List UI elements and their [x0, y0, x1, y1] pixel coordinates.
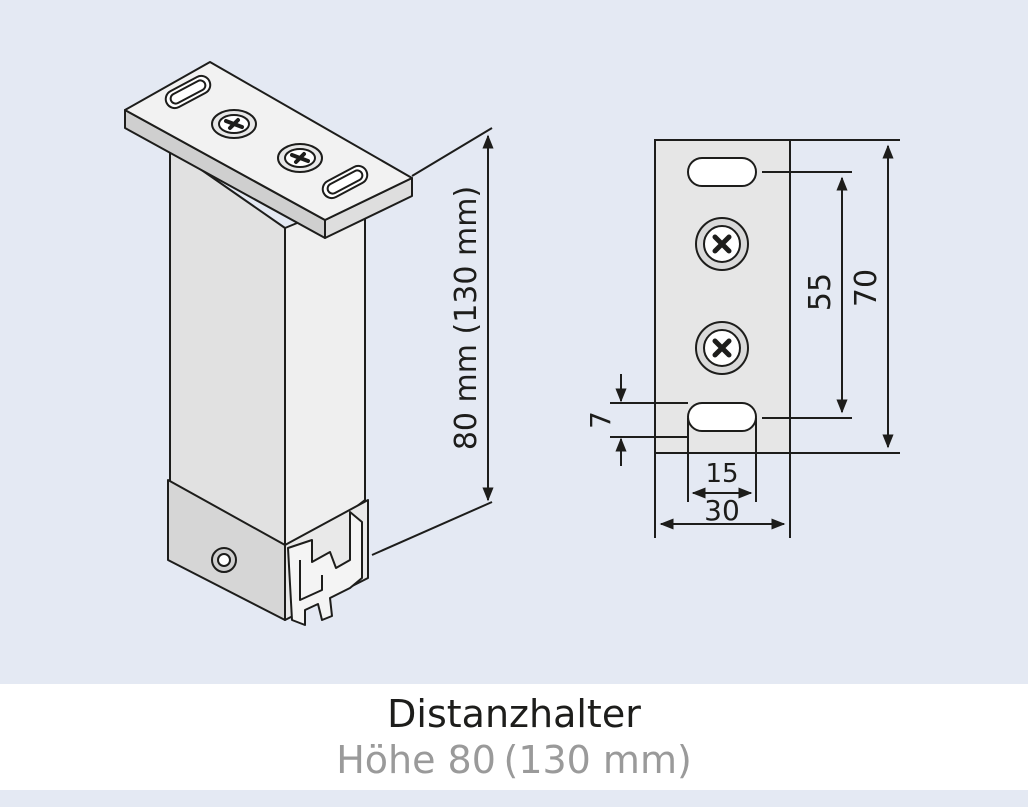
phillips-screw-icon — [695, 217, 749, 271]
clamp-screw-hole-inner — [217, 553, 231, 567]
technical-drawing: 80 mm (130 mm) — [0, 0, 1028, 684]
front-slot-top — [687, 157, 757, 187]
rail-inner-lip — [299, 560, 323, 601]
slot-icon — [321, 164, 369, 200]
iso-height-dimension — [371, 127, 494, 556]
front-slot-bottom — [687, 402, 757, 432]
drawing-canvas: 80 mm (130 mm) — [124, 61, 900, 626]
isometric-bracket — [124, 61, 413, 626]
front-plate — [654, 139, 791, 454]
front-view-dimensions — [610, 139, 900, 538]
dim-label-55: 55 — [803, 273, 838, 311]
dim-label-70: 70 — [849, 269, 884, 307]
phillips-screw-icon — [211, 109, 257, 139]
bottom-band — [0, 790, 1028, 807]
caption: Distanzhalter Höhe 80 (130 mm) — [0, 684, 1028, 790]
iso-height-label: 80 mm (130 mm) — [449, 186, 484, 450]
caption-subtitle: Höhe 80 (130 mm) — [336, 738, 692, 782]
front-view — [654, 139, 791, 454]
slot-icon — [164, 74, 212, 110]
body-right-face — [284, 194, 366, 563]
caption-title: Distanzhalter — [387, 692, 641, 736]
phillips-screw-icon — [277, 143, 323, 173]
dim-label-15: 15 — [705, 459, 738, 489]
dim-label-30: 30 — [704, 494, 740, 527]
phillips-screw-icon — [695, 321, 749, 375]
dim-label-7: 7 — [584, 411, 617, 429]
